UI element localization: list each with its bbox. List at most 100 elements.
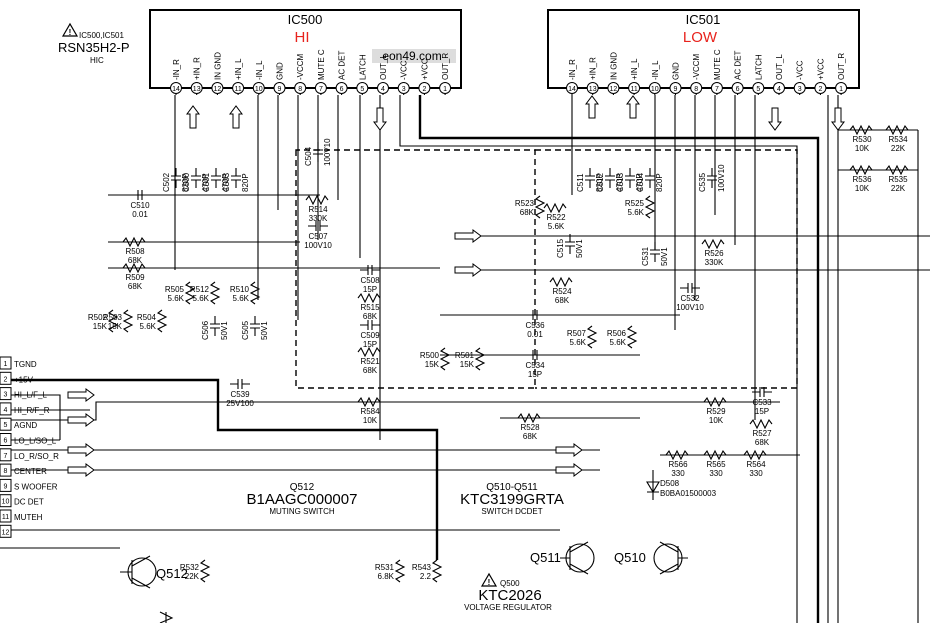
drop-ic501 bbox=[571, 95, 756, 420]
component-value: 15K bbox=[108, 322, 123, 331]
note-q510-ref: Q510-Q511 bbox=[486, 482, 538, 493]
component-ref: R536 bbox=[852, 175, 872, 184]
ic500-pin-label: -VCCM bbox=[296, 53, 305, 80]
component-value: 15P bbox=[363, 340, 377, 349]
component-ref: R584 bbox=[360, 407, 380, 416]
component-value: 68K bbox=[520, 208, 535, 217]
ic500-pin-9 bbox=[273, 82, 286, 94]
component-value: 820P bbox=[241, 173, 250, 192]
connector-label: TGND bbox=[14, 360, 37, 369]
component-value: 5.6K bbox=[140, 322, 157, 331]
connector-pin bbox=[0, 356, 12, 370]
arrow-right-icon bbox=[555, 463, 583, 477]
ic501-pin-num: 13 bbox=[589, 86, 597, 93]
component-ref: R504 bbox=[137, 313, 157, 322]
component-value: 330K bbox=[705, 258, 724, 267]
ic501-pin-num: 7 bbox=[715, 86, 719, 93]
ic500-pin-label: GND bbox=[276, 62, 285, 80]
diode-ref: D508 bbox=[660, 479, 680, 488]
component-ref: R531 bbox=[375, 563, 395, 572]
component-value: 470P bbox=[221, 173, 230, 192]
ic501-tag: LOW bbox=[683, 29, 718, 46]
component-ref: R508 bbox=[125, 247, 145, 256]
component-ref: C503 bbox=[222, 172, 231, 192]
component-value: 22K bbox=[891, 144, 906, 153]
arrow-down-icon bbox=[768, 107, 782, 131]
note-q510-desc: SWITCH DCDET bbox=[481, 507, 542, 516]
connector-pin bbox=[0, 448, 12, 462]
ic501-name: IC501 bbox=[686, 12, 721, 27]
connector-pin bbox=[0, 524, 12, 538]
ic501-pin-label: -IN_L bbox=[651, 60, 660, 80]
ic501-pin-label: +IN_R bbox=[589, 57, 598, 80]
connector-pin-num: 3 bbox=[4, 392, 8, 399]
arrow-up-icon bbox=[186, 105, 200, 129]
arrow-right-icon bbox=[454, 263, 482, 277]
component-c503: C503 820P bbox=[222, 168, 250, 192]
connector-label: LO_R/SO_R bbox=[14, 452, 59, 461]
component-value: 10K bbox=[363, 416, 378, 425]
q510-label: Q510 bbox=[614, 550, 646, 565]
ic501-pin-label: OUT_R bbox=[837, 53, 846, 80]
connector-pin-num: 4 bbox=[4, 407, 8, 414]
bus-vcc bbox=[418, 95, 820, 623]
ic501-pin-label: -VCCM bbox=[692, 53, 701, 80]
component-value: 50V1 bbox=[220, 321, 229, 340]
component-ref: C513 bbox=[616, 172, 625, 192]
watermark-bg bbox=[372, 49, 456, 63]
ic500-pin-num: 13 bbox=[193, 86, 201, 93]
component-value: 5.6K bbox=[548, 222, 565, 231]
component-value: 100V10 bbox=[717, 164, 726, 192]
component-value: 6.8K bbox=[378, 572, 395, 581]
component-ref: R509 bbox=[125, 273, 145, 282]
ic-note-refs: IC500,IC501 bbox=[79, 31, 124, 40]
ic500-pin-label: +IN_L bbox=[234, 58, 243, 80]
component-value: 50V1 bbox=[575, 239, 584, 258]
component-ref: C510 bbox=[130, 201, 150, 210]
component-ref: C500 bbox=[182, 172, 191, 192]
ic501-pin-label: -IN_R bbox=[568, 59, 577, 80]
component-value: 5.6K bbox=[193, 294, 210, 303]
component-ref: R522 bbox=[546, 213, 566, 222]
connector-label: +15V bbox=[14, 375, 34, 384]
ic501-pin-label: AC DET bbox=[734, 51, 743, 80]
ic500-pin-num: 12 bbox=[214, 86, 222, 93]
component-ref: R530 bbox=[852, 135, 872, 144]
line-hi-l bbox=[0, 401, 590, 421]
ic501-pin-label: MUTE C bbox=[713, 49, 722, 80]
connector-pin-num: 7 bbox=[4, 453, 8, 460]
note-q510-part: KTC3199GRTA bbox=[460, 491, 564, 508]
arrow-right-icon bbox=[67, 413, 95, 427]
ic500-pin-label: OUT_L bbox=[379, 54, 388, 80]
arrow-right-icon bbox=[454, 229, 482, 243]
component-ref: R564 bbox=[746, 460, 766, 469]
connector-pin-num: 2 bbox=[4, 376, 8, 383]
component-ref: C534 bbox=[525, 361, 545, 370]
component-ref: C511 bbox=[576, 173, 585, 192]
ic501-pin-5 bbox=[752, 82, 765, 94]
component-value: 5.6K bbox=[610, 338, 627, 347]
component-value: 68K bbox=[363, 366, 378, 375]
ic500-pin-label: LATCH bbox=[358, 54, 367, 80]
